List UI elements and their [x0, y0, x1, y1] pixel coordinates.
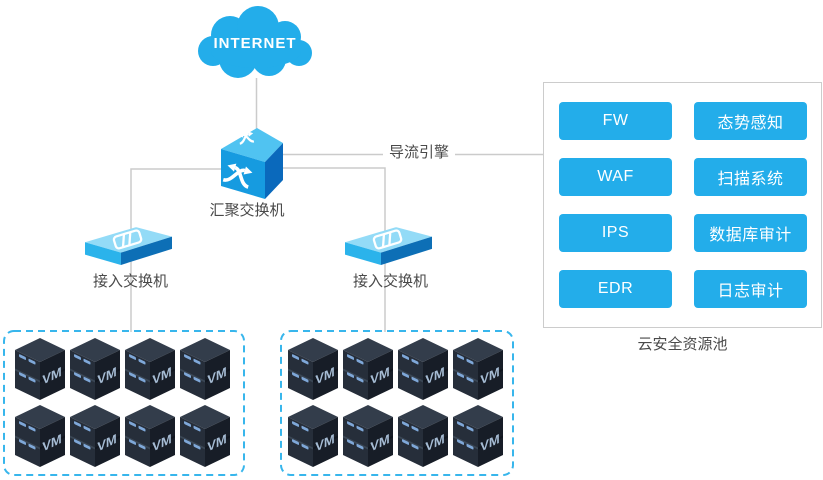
aggregation-switch-icon	[221, 128, 283, 199]
security-pool-panel: FW 态势感知 WAF 扫描系统 IPS 数据库审计 EDR 日志审计	[543, 82, 822, 328]
switch-crossed-arrows-icon	[222, 163, 253, 189]
service-button-log-audit[interactable]: 日志审计	[694, 270, 807, 308]
aggregation-switch-label: 汇聚交换机	[209, 202, 285, 219]
vm-server-icon	[398, 338, 448, 400]
service-button-fw[interactable]: FW	[559, 102, 672, 140]
diversion-engine-label: 导流引擎	[383, 143, 455, 162]
vm-server-icon	[453, 338, 503, 400]
vm-server-icon	[125, 405, 175, 467]
service-button-situational-awareness[interactable]: 态势感知	[694, 102, 807, 140]
access-switch-1-label: 接入交换机	[92, 273, 168, 290]
vm-server-icon	[70, 405, 120, 467]
vm-server-icon	[343, 405, 393, 467]
access-switch-2-label: 接入交换机	[352, 273, 428, 290]
service-button-edr[interactable]: EDR	[559, 270, 672, 308]
service-button-db-audit[interactable]: 数据库审计	[694, 214, 807, 252]
vm-server-icon	[398, 405, 448, 467]
security-pool-title: 云安全资源池	[637, 336, 728, 353]
switch-crossed-arrows-top-icon	[237, 131, 255, 145]
vm-cluster-1-border	[3, 330, 245, 476]
vm-server-icon	[343, 338, 393, 400]
vm-server-icon	[453, 405, 503, 467]
vm-cluster-2-border	[280, 330, 514, 476]
service-button-waf[interactable]: WAF	[559, 158, 672, 196]
vm-server-icon	[15, 338, 65, 400]
service-button-scanner[interactable]: 扫描系统	[694, 158, 807, 196]
vm-server-icon	[180, 405, 230, 467]
access-switch-1-icon	[85, 227, 172, 267]
vm-server-icon	[180, 338, 230, 400]
vm-server-icon	[70, 338, 120, 400]
internet-cloud: INTERNET	[198, 6, 312, 78]
vm-server-icon	[125, 338, 175, 400]
vm-cluster-1	[3, 330, 245, 476]
service-button-ips[interactable]: IPS	[559, 214, 672, 252]
vm-server-icon	[15, 405, 65, 467]
vm-server-icon	[288, 338, 338, 400]
internet-label: INTERNET	[214, 35, 297, 52]
vm-server-icon	[288, 405, 338, 467]
vm-cluster-2	[279, 330, 515, 476]
access-switch-2-icon	[345, 227, 432, 267]
